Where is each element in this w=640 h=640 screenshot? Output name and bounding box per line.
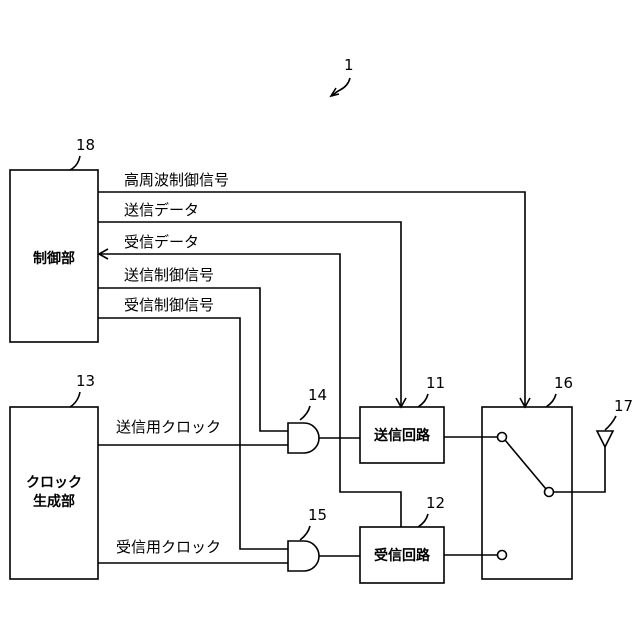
control-block-ref: 18 bbox=[76, 136, 95, 154]
rx-data-wire bbox=[100, 254, 401, 527]
clock-block-label-1: クロック bbox=[26, 475, 82, 491]
rx-clock-label: 受信用クロック bbox=[116, 538, 221, 556]
and-gate-tx-leader bbox=[300, 406, 310, 420]
control-block-label: 制御部 bbox=[33, 250, 75, 267]
antenna-ref: 17 bbox=[614, 397, 633, 415]
and-gate-tx bbox=[288, 423, 319, 453]
tx-clock-label: 送信用クロック bbox=[116, 418, 221, 436]
clock-block bbox=[10, 407, 98, 579]
rf-control-label: 高周波制御信号 bbox=[124, 171, 229, 189]
tx-data-label: 送信データ bbox=[124, 201, 199, 219]
figure-number: 1 bbox=[344, 56, 354, 74]
clock-block-leader bbox=[70, 392, 80, 407]
rx-circuit-label: 受信回路 bbox=[374, 547, 431, 564]
rx-control-label: 受信制御信号 bbox=[124, 296, 214, 314]
figure-pointer bbox=[332, 78, 350, 96]
control-block-leader bbox=[70, 156, 80, 170]
tx-circuit-ref: 11 bbox=[426, 374, 445, 392]
switch-contact-rx bbox=[498, 551, 507, 560]
and-gate-rx-ref: 15 bbox=[308, 506, 327, 524]
and-gate-tx-ref: 14 bbox=[308, 386, 327, 404]
switch-block-leader bbox=[546, 394, 556, 407]
antenna-leader bbox=[605, 416, 616, 430]
tx-control-label: 送信制御信号 bbox=[124, 266, 214, 284]
clock-block-label-2: 生成部 bbox=[33, 493, 75, 510]
rx-circuit-ref: 12 bbox=[426, 494, 445, 512]
rx-circuit-leader bbox=[418, 514, 428, 527]
antenna-icon bbox=[597, 431, 613, 447]
switch-block-ref: 16 bbox=[554, 374, 573, 392]
and-gate-rx bbox=[288, 541, 319, 571]
tx-circuit-leader bbox=[418, 394, 428, 407]
tx-circuit-label: 送信回路 bbox=[373, 427, 431, 444]
rx-data-label: 受信データ bbox=[124, 233, 199, 251]
and-gate-rx-leader bbox=[300, 526, 310, 540]
switch-block bbox=[482, 407, 572, 579]
clock-block-ref: 13 bbox=[76, 372, 95, 390]
